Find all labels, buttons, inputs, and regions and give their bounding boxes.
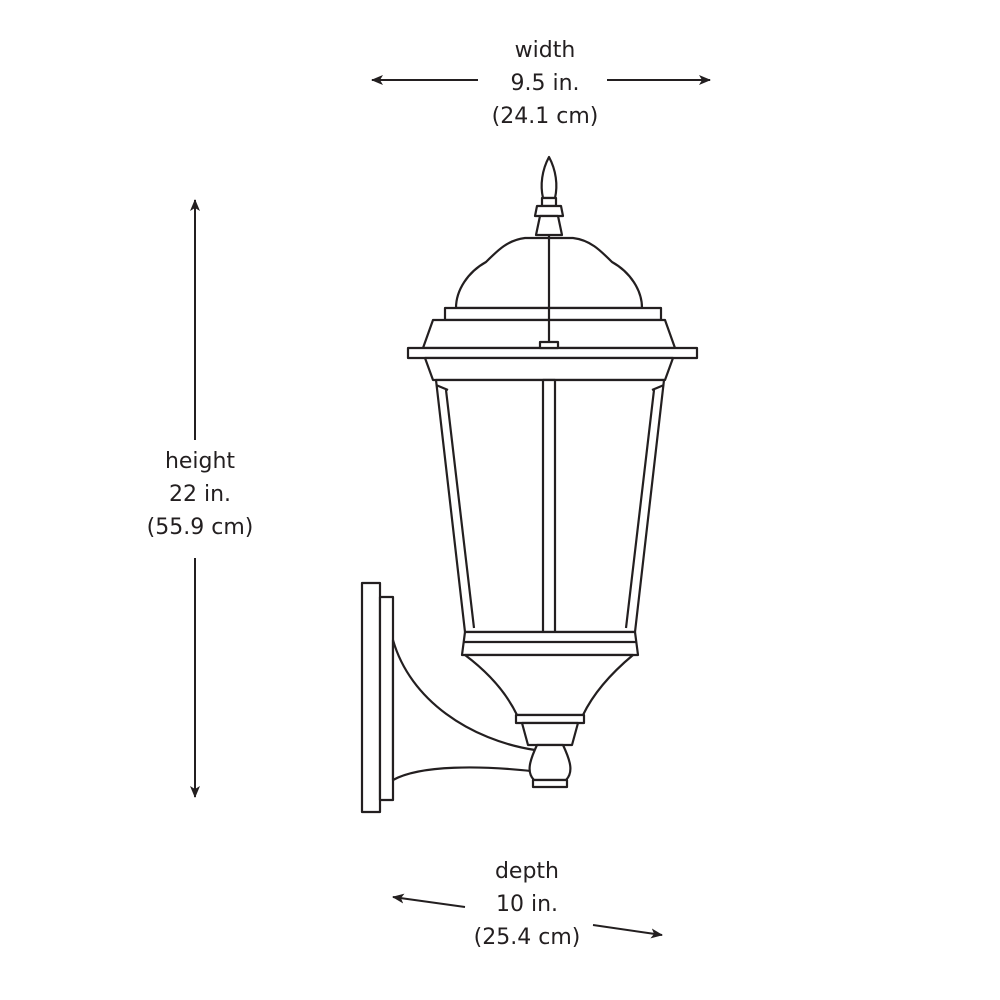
center-post bbox=[541, 378, 557, 634]
height-imperial: 22 in. bbox=[168, 482, 232, 507]
roof-rim bbox=[406, 346, 699, 360]
wall-plate-inner bbox=[378, 595, 395, 802]
depth-label: depth 10 in. (25.4 cm) bbox=[427, 855, 627, 954]
height-title: height bbox=[164, 449, 236, 474]
lantern-drawing bbox=[360, 155, 699, 814]
bottom-knob bbox=[528, 743, 572, 782]
wall-plate bbox=[360, 581, 382, 814]
depth-imperial: 10 in. bbox=[495, 892, 559, 917]
width-imperial: 9.5 in. bbox=[510, 71, 580, 96]
base-bowl bbox=[463, 653, 635, 717]
height-label: height 22 in. (55.9 cm) bbox=[100, 445, 300, 544]
height-metric: (55.9 cm) bbox=[146, 515, 254, 540]
depth-metric: (25.4 cm) bbox=[473, 925, 581, 950]
depth-arrow-right bbox=[592, 924, 663, 939]
depth-arrow-left bbox=[392, 893, 466, 908]
depth-title: depth bbox=[494, 859, 560, 884]
finial bbox=[540, 155, 558, 200]
width-title: width bbox=[514, 38, 576, 63]
dimension-arrows bbox=[190, 75, 711, 939]
width-metric: (24.1 cm) bbox=[491, 104, 599, 129]
width-label: width 9.5 in. (24.1 cm) bbox=[445, 34, 645, 133]
